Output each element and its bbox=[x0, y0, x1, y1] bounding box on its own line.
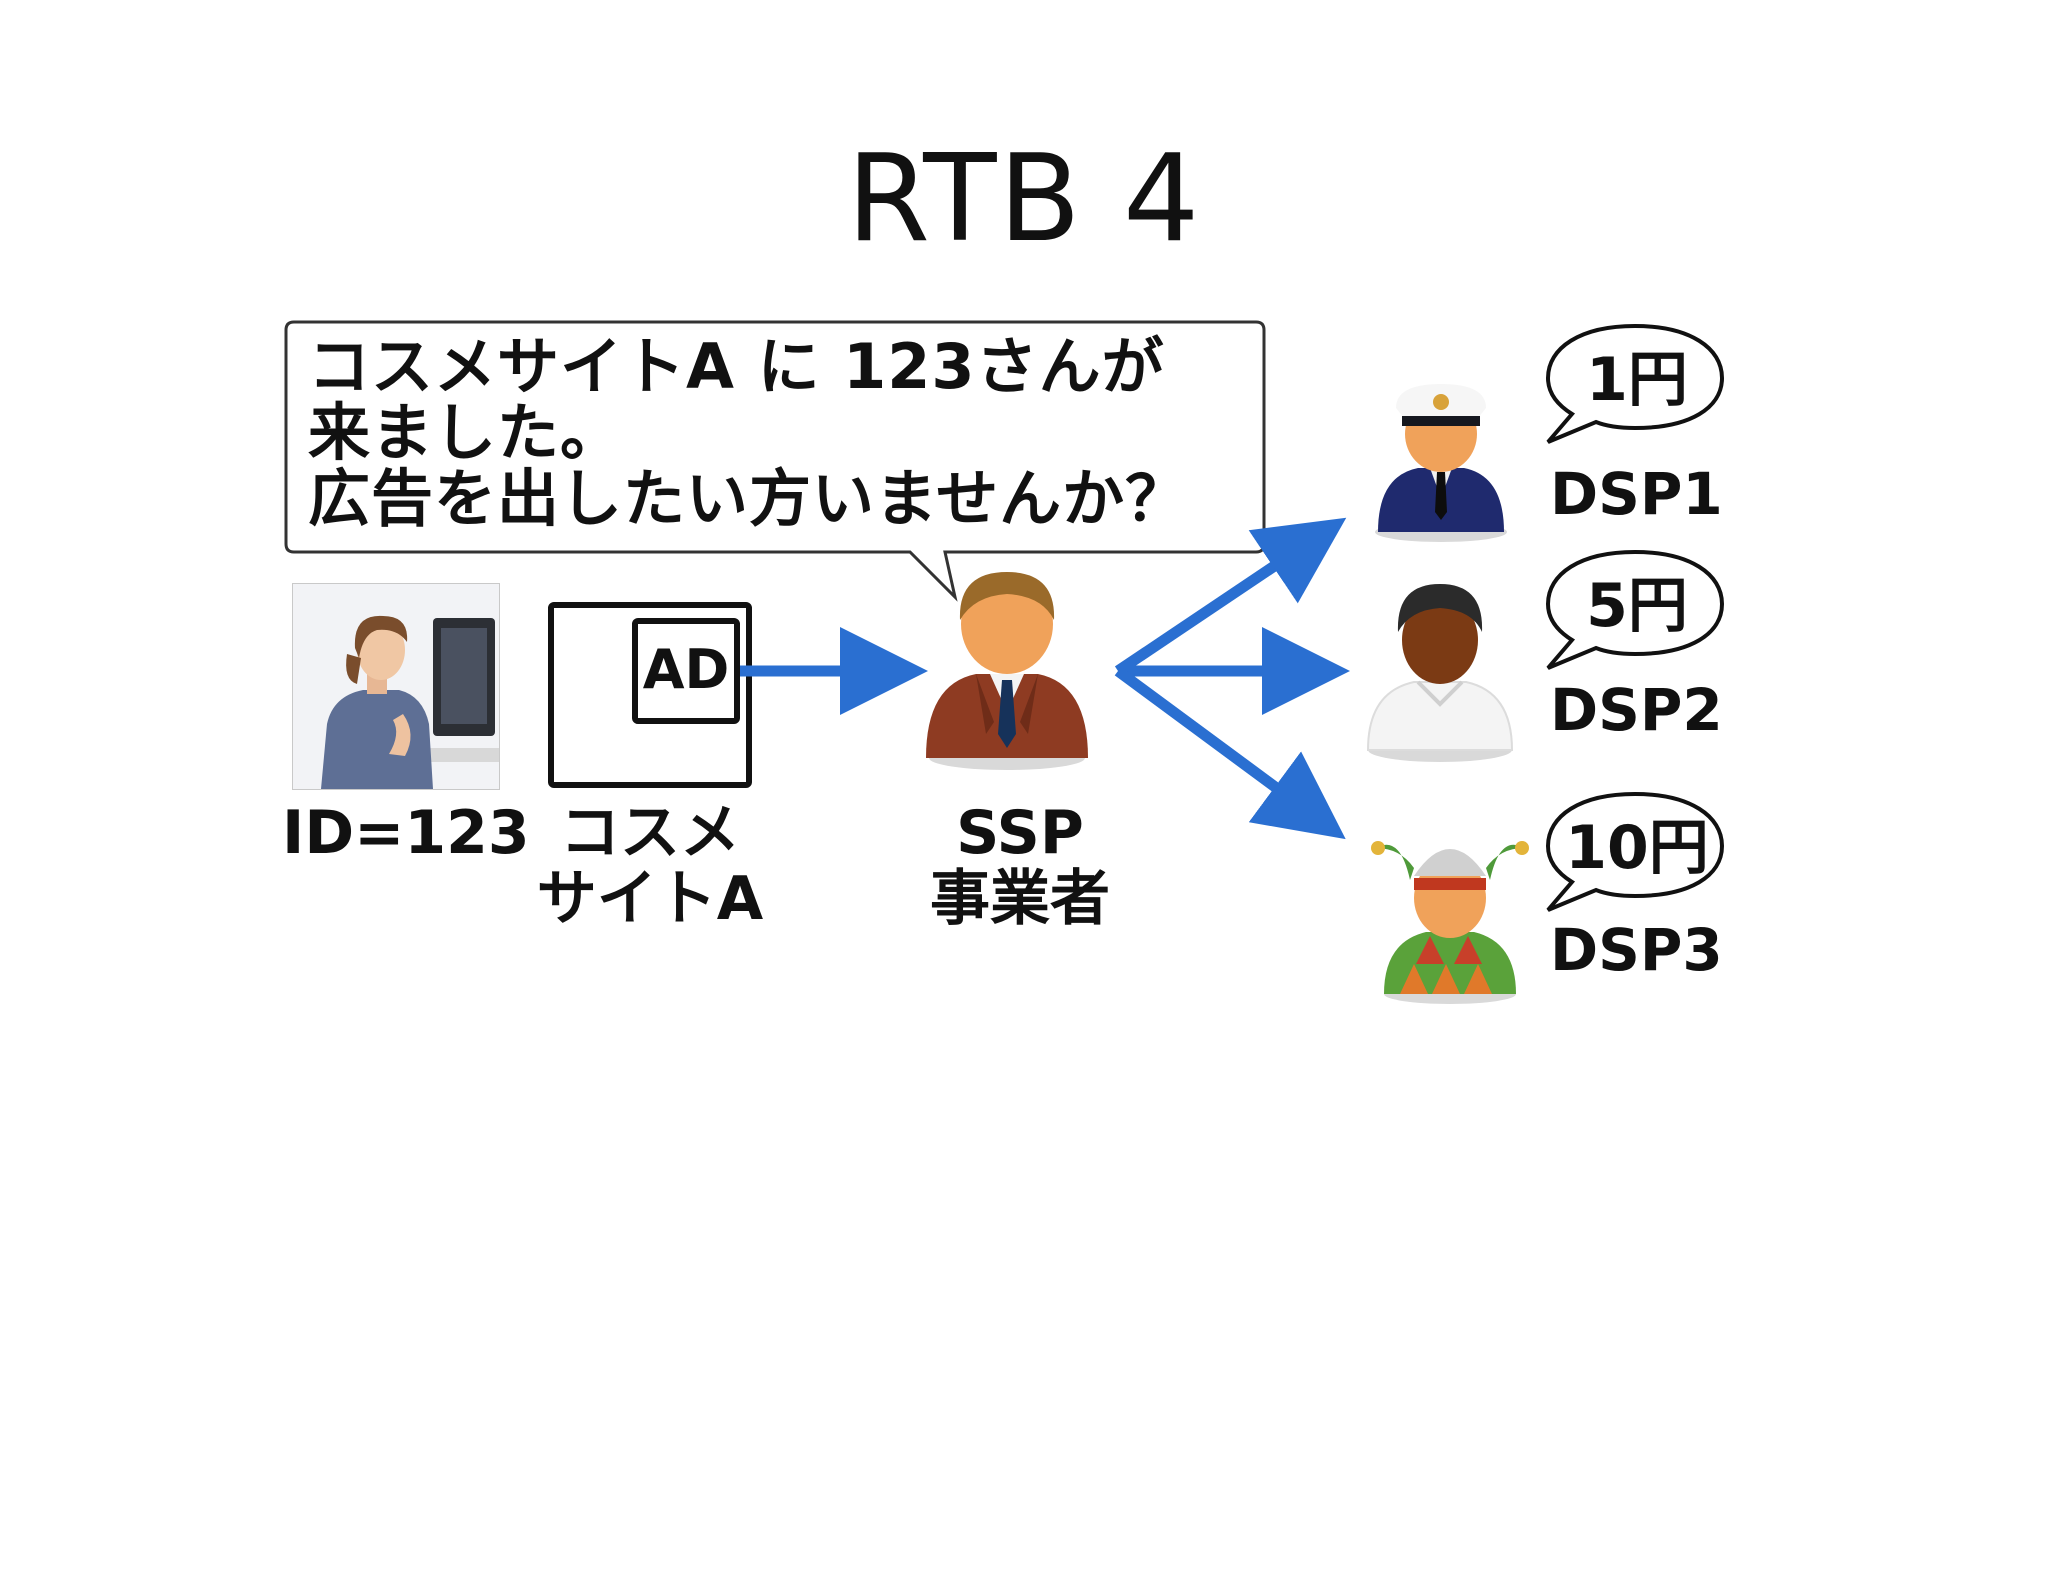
site-page-box bbox=[548, 602, 752, 788]
captain-icon bbox=[1375, 384, 1507, 542]
site-label: コスメ サイトA bbox=[536, 798, 764, 934]
ad-slot: AD bbox=[632, 618, 740, 724]
bid-bubble-dsp1 bbox=[1545, 323, 1725, 444]
bid-value-dsp1: 1円 bbox=[1586, 345, 1688, 415]
arrow-ssp-to-dsp1 bbox=[1114, 517, 1347, 676]
dsp1-label: DSP1 bbox=[1550, 460, 1723, 528]
jester-icon bbox=[1371, 841, 1529, 1004]
bid-value-dsp3: 10円 bbox=[1565, 813, 1709, 883]
dsp3-label: DSP3 bbox=[1550, 916, 1723, 984]
dsp2-label: DSP2 bbox=[1550, 676, 1723, 744]
callout-text: コスメサイトA に 123さんが 来ました。 広告を出したい方いませんか？ bbox=[308, 330, 1189, 535]
bid-bubble-dsp3 bbox=[1545, 791, 1725, 912]
user-id-label: ID=123 bbox=[282, 798, 530, 868]
businessman-icon bbox=[926, 572, 1088, 770]
arrow-ssp-to-dsp3 bbox=[1114, 666, 1346, 840]
page-title: RTB 4 bbox=[846, 130, 1202, 269]
ssp-label: SSP 事業者 bbox=[930, 798, 1110, 934]
person-icon bbox=[1366, 584, 1514, 762]
bid-bubble-dsp2 bbox=[1545, 549, 1725, 670]
user-photo bbox=[292, 583, 500, 790]
bid-value-dsp2: 5円 bbox=[1586, 571, 1688, 641]
